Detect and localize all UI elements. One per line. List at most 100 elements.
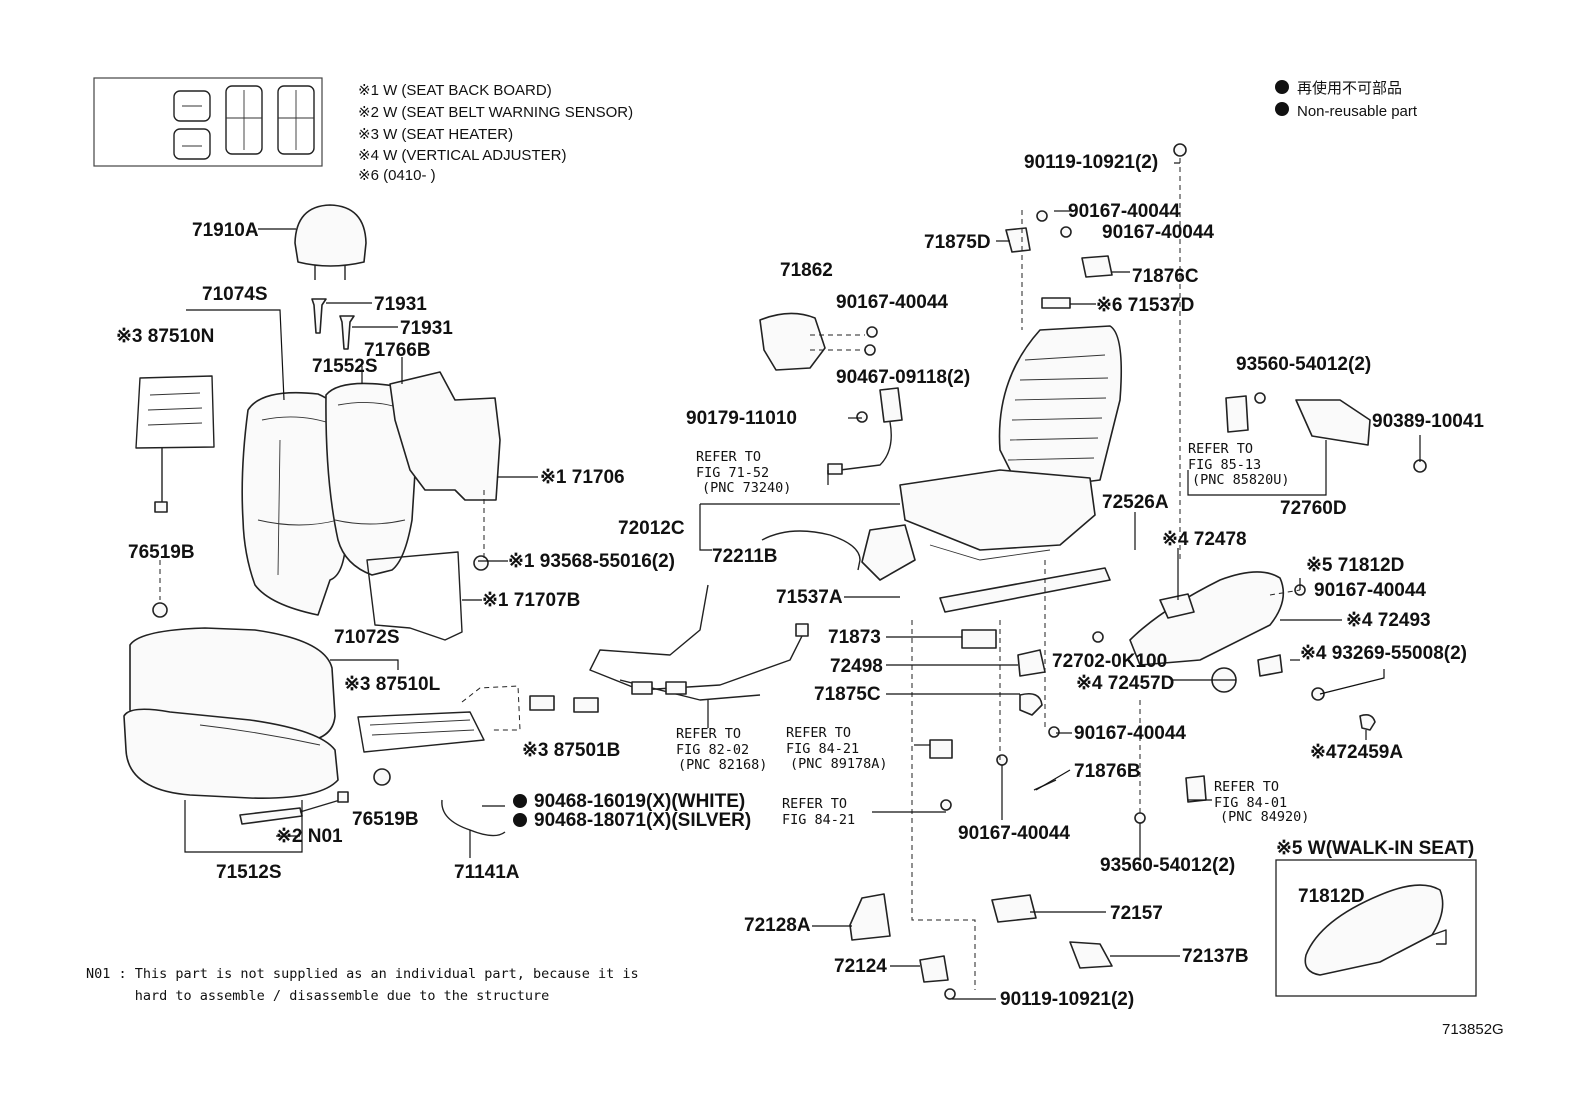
lower-parts-drawing bbox=[849, 726, 1207, 1000]
heater-element-back-drawing bbox=[135, 375, 215, 513]
inset-title: ※5 W(WALK-IN SEAT) bbox=[1276, 838, 1474, 859]
part-label: 71074S bbox=[202, 284, 268, 305]
part-label: ※3 87501B bbox=[522, 740, 620, 761]
bullet-icon bbox=[513, 794, 527, 808]
leader-lines bbox=[184, 162, 1421, 1000]
refer-line: FIG 82-02 bbox=[676, 742, 749, 758]
recliner-cover-drawing bbox=[1129, 571, 1376, 731]
refer-line: FIG 71-52 bbox=[696, 465, 769, 481]
part-label: ※4 72493 bbox=[1346, 610, 1431, 631]
part-label: 71875D bbox=[924, 232, 991, 253]
part-labels-left: 71910A 71074S ※3 87510N 71931 71931 7155… bbox=[116, 220, 751, 883]
part-label: 72124 bbox=[834, 956, 887, 977]
part-label: 93560-54012(2) bbox=[1236, 354, 1371, 375]
refer-line: REFER TO bbox=[676, 726, 741, 742]
part-label: 71512S bbox=[216, 862, 282, 883]
part-label: 71910A bbox=[192, 220, 259, 241]
part-label: 71812D bbox=[1298, 886, 1365, 907]
part-label: ※2 N01 bbox=[276, 826, 343, 847]
figure-id: 713852G bbox=[1442, 1021, 1504, 1038]
seat-back-board-drawing bbox=[366, 371, 501, 641]
top-clips-drawing bbox=[1005, 143, 1187, 309]
note-seat-belt-sensor: ※2 W (SEAT BELT WARNING SENSOR) bbox=[358, 104, 633, 121]
bullet-icon bbox=[1275, 80, 1289, 94]
bullet-icon bbox=[1275, 102, 1289, 116]
seat-back-cover-drawing bbox=[241, 391, 351, 616]
part-label: ※4 93269-55008(2) bbox=[1300, 643, 1467, 664]
part-label: 72157 bbox=[1110, 903, 1163, 924]
part-label: 71876C bbox=[1132, 266, 1199, 287]
part-label: 72211B bbox=[712, 546, 778, 567]
seat-adjuster-bracket-drawing bbox=[759, 312, 878, 371]
part-label: 90167-40044 bbox=[1074, 723, 1186, 744]
seat-cushion-drawing bbox=[123, 627, 339, 799]
headrest-drawing bbox=[294, 204, 367, 280]
part-label: ※4 72457D bbox=[1076, 673, 1174, 694]
part-label: 90179-11010 bbox=[686, 408, 797, 429]
small-clips-drawing bbox=[152, 555, 489, 786]
refer-line: FIG 84-21 bbox=[782, 812, 855, 828]
seat-legend-icons bbox=[173, 85, 315, 160]
part-label: 71766B bbox=[364, 340, 431, 361]
dashed-guides bbox=[159, 158, 1301, 990]
refer-line: FIG 84-01 bbox=[1214, 795, 1287, 811]
part-label: 90167-40044 bbox=[1068, 201, 1180, 222]
part-label: 90167-40044 bbox=[1102, 222, 1214, 243]
refer-line: FIG 85-13 bbox=[1188, 457, 1261, 473]
refer-note: REFER TO FIG 85-13 (PNC 85820U) bbox=[1188, 441, 1290, 488]
part-label: 90119-10921(2) bbox=[1024, 152, 1158, 173]
part-label: 90167-40044 bbox=[836, 292, 948, 313]
legend-jp: 再使用不可部品 bbox=[1297, 80, 1402, 97]
footnote-line: N01 : This part is not supplied as an in… bbox=[86, 966, 639, 982]
part-label: 71931 bbox=[374, 294, 427, 315]
part-labels-right: 93560-54012(2) 90389-10041 72760D 72526A… bbox=[1076, 354, 1484, 763]
seat-variant-notes: ※1 W (SEAT BACK BOARD) ※2 W (SEAT BELT W… bbox=[358, 82, 633, 184]
part-label: 72498 bbox=[830, 656, 883, 677]
refer-note: REFER TO FIG 84-01 (PNC 84920) bbox=[1214, 779, 1309, 825]
part-label: 90167-40044 bbox=[958, 823, 1070, 844]
refer-line: (PNC 73240) bbox=[702, 480, 791, 496]
walk-in-seat-inset: ※5 W(WALK-IN SEAT) 71812D bbox=[1275, 838, 1477, 997]
part-label: 90468-18071(X)(SILVER) bbox=[534, 810, 751, 831]
part-label: ※4 72478 bbox=[1162, 529, 1247, 550]
refer-line: REFER TO bbox=[1188, 441, 1253, 457]
part-labels-center: 71862 90167-40044 90467-09118(2) 90179-1… bbox=[618, 152, 1249, 1010]
part-label: 71875C bbox=[814, 684, 881, 705]
wire-harness-71141A-drawing bbox=[441, 799, 506, 837]
part-label: 71876B bbox=[1074, 761, 1141, 782]
bullet-icon bbox=[513, 813, 527, 827]
note-vertical-adjuster: ※4 W (VERTICAL ADJUSTER) bbox=[358, 147, 566, 164]
part-label: 71072S bbox=[334, 627, 400, 648]
part-label: 72012C bbox=[618, 518, 685, 539]
part-label: ※3 87510N bbox=[116, 326, 214, 347]
part-label: 90119-10921(2) bbox=[1000, 989, 1134, 1010]
seat-back-pad-drawing bbox=[325, 382, 419, 576]
refer-line: (PNC 85820U) bbox=[1192, 472, 1290, 488]
part-label: 90389-10041 bbox=[1372, 411, 1484, 432]
part-label: 72760D bbox=[1280, 498, 1347, 519]
part-label: 71931 bbox=[400, 318, 453, 339]
note-seat-back-board: ※1 W (SEAT BACK BOARD) bbox=[358, 82, 552, 99]
part-label: ※1 93568-55016(2) bbox=[508, 551, 675, 572]
part-label: ※3 87510L bbox=[344, 674, 441, 695]
refer-line: FIG 84-21 bbox=[786, 741, 859, 757]
seat-frame-drawing bbox=[861, 325, 1123, 613]
refer-note: REFER TO FIG 82-02 (PNC 82168) bbox=[676, 726, 767, 773]
refer-line: REFER TO bbox=[696, 449, 761, 465]
refer-notes: REFER TO FIG 71-52 (PNC 73240) REFER TO … bbox=[676, 441, 1309, 828]
cable-72211B-drawing bbox=[761, 530, 861, 571]
part-label: 90167-40044 bbox=[1314, 580, 1426, 601]
refer-line: (PNC 89178A) bbox=[790, 756, 888, 772]
part-label: 71537A bbox=[776, 587, 843, 608]
part-label: 71873 bbox=[828, 627, 881, 648]
part-label: 90468-16019(X)(WHITE) bbox=[534, 791, 745, 812]
part-label: ※1 71707B bbox=[482, 590, 580, 611]
non-reusable-legend: 再使用不可部品 Non-reusable part bbox=[1275, 80, 1418, 120]
part-label: 72128A bbox=[744, 915, 811, 936]
part-label: 76519B bbox=[128, 542, 195, 563]
part-label: 72526A bbox=[1102, 492, 1169, 513]
refer-line: (PNC 84920) bbox=[1220, 809, 1309, 825]
note-date-range: ※6 (0410- ) bbox=[358, 167, 436, 184]
refer-note: REFER TO FIG 84-21 bbox=[782, 796, 855, 828]
